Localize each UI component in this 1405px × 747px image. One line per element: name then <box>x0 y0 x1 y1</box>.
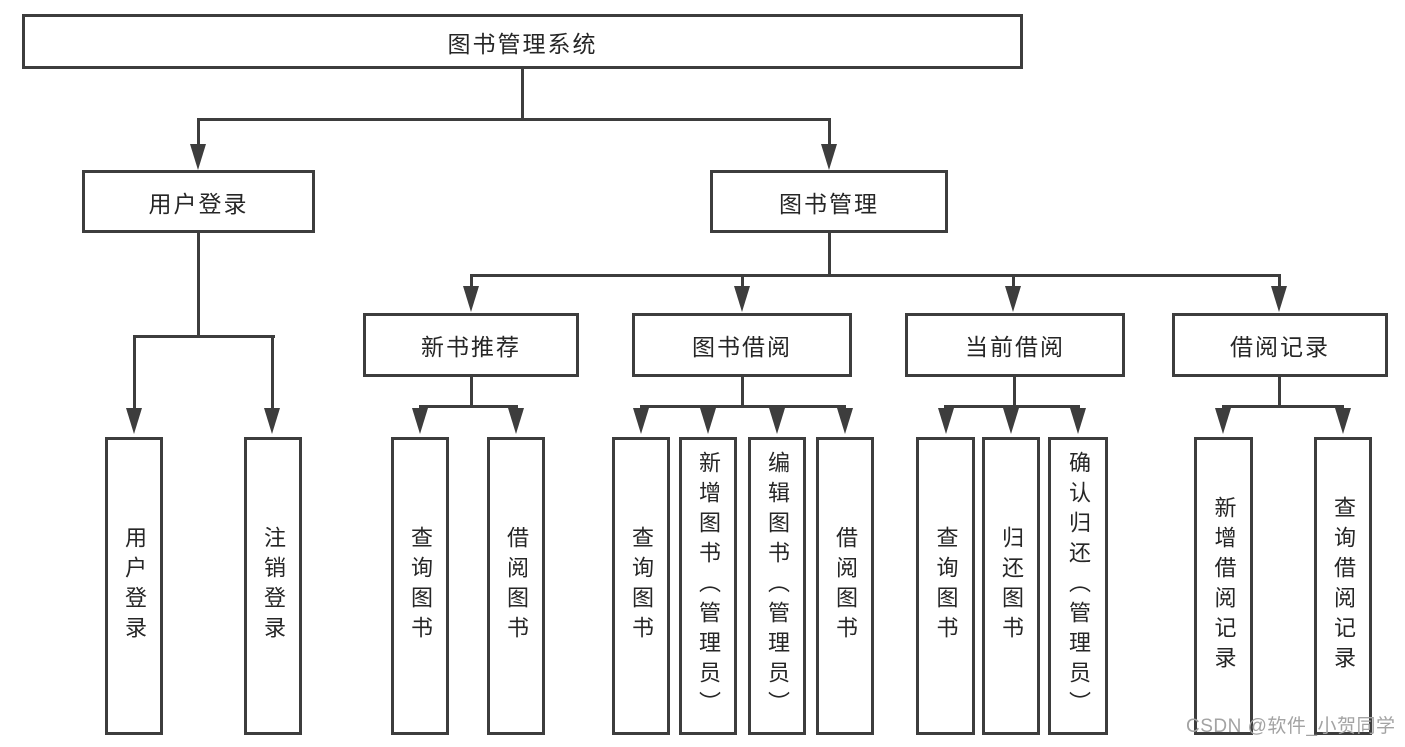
connector-line <box>197 118 831 121</box>
connector-line <box>470 274 1281 277</box>
node-label: 图书管理系统 <box>447 30 598 57</box>
arrowhead-icon <box>700 408 716 434</box>
leaf-add-borrow-record: 新增借阅记录 <box>1194 437 1253 735</box>
connector-line <box>1278 277 1281 288</box>
leaf-confirm-return-admin: 确认归还（管理员） <box>1048 437 1108 735</box>
leaf-label: 查询图书 <box>933 526 959 646</box>
arrowhead-icon <box>1215 408 1231 434</box>
connector-line <box>470 377 473 406</box>
leaf-query-books-borrow: 查询图书 <box>612 437 670 735</box>
leaf-add-books-admin: 新增图书（管理员） <box>679 437 737 735</box>
leaf-label: 查询图书 <box>629 526 654 646</box>
arrowhead-icon <box>1271 286 1287 312</box>
connector-line <box>197 121 200 147</box>
arrowhead-icon <box>1335 408 1351 434</box>
leaf-label: 新增图书（管理员） <box>696 451 721 721</box>
leaf-label: 新增借阅记录 <box>1211 496 1237 676</box>
arrowhead-icon <box>463 286 479 312</box>
leaf-query-books-recommend: 查询图书 <box>391 437 449 735</box>
arrowhead-icon <box>734 286 750 312</box>
node-label: 当前借阅 <box>965 334 1065 360</box>
leaf-return-books: 归还图书 <box>982 437 1040 735</box>
arrowhead-icon <box>126 408 142 434</box>
leaf-label: 借阅图书 <box>833 526 858 646</box>
arrowhead-icon <box>633 408 649 434</box>
watermark: CSDN @软件_小贺同学 <box>1186 716 1396 737</box>
leaf-query-books-current: 查询图书 <box>916 437 975 735</box>
leaf-label: 编辑图书（管理员） <box>765 451 790 721</box>
connector-line <box>133 338 136 410</box>
connector-line <box>133 335 275 338</box>
node-current-borrowing: 当前借阅 <box>905 313 1125 377</box>
connector-line <box>828 233 831 274</box>
node-new-book-recommendation: 新书推荐 <box>363 313 579 377</box>
leaf-label: 借阅图书 <box>504 526 529 646</box>
leaf-label: 归还图书 <box>999 526 1024 646</box>
connector-line <box>470 277 473 288</box>
connector-line <box>640 405 846 408</box>
arrowhead-icon <box>837 408 853 434</box>
node-label: 图书借阅 <box>692 334 792 360</box>
connector-line <box>828 121 831 147</box>
connector-line <box>741 377 744 406</box>
connector-line <box>197 233 200 337</box>
arrowhead-icon <box>412 408 428 434</box>
arrowhead-icon <box>938 408 954 434</box>
leaf-borrow-books-recommend: 借阅图书 <box>487 437 545 735</box>
node-label: 新书推荐 <box>421 334 521 360</box>
leaf-edit-books-admin: 编辑图书（管理员） <box>748 437 806 735</box>
leaf-query-borrow-record: 查询借阅记录 <box>1314 437 1372 735</box>
connector-line <box>1013 377 1016 406</box>
leaf-label: 查询借阅记录 <box>1331 496 1356 676</box>
arrowhead-icon <box>1003 408 1019 434</box>
node-user-login: 用户登录 <box>82 170 315 233</box>
leaf-logout: 注销登录 <box>244 437 302 735</box>
connector-line <box>741 277 744 288</box>
leaf-label: 用户登录 <box>122 526 147 646</box>
arrowhead-icon <box>769 408 785 434</box>
arrowhead-icon <box>821 144 837 170</box>
connector-line <box>1278 377 1281 406</box>
arrowhead-icon <box>190 144 206 170</box>
connector-line <box>271 338 274 410</box>
node-label: 借阅记录 <box>1230 334 1330 360</box>
leaf-label: 查询图书 <box>408 526 433 646</box>
connector-line <box>419 405 518 408</box>
node-borrowing-records: 借阅记录 <box>1172 313 1388 377</box>
connector-line <box>521 69 524 119</box>
node-book-borrowing: 图书借阅 <box>632 313 852 377</box>
connector-line <box>944 405 1080 408</box>
leaf-label: 确认归还（管理员） <box>1066 451 1091 721</box>
node-library-management-system: 图书管理系统 <box>22 14 1023 69</box>
node-book-management: 图书管理 <box>710 170 948 233</box>
connector-line <box>1012 277 1015 288</box>
leaf-borrow-books: 借阅图书 <box>816 437 874 735</box>
node-label: 图书管理 <box>779 190 879 217</box>
arrowhead-icon <box>264 408 280 434</box>
arrowhead-icon <box>508 408 524 434</box>
arrowhead-icon <box>1070 408 1086 434</box>
leaf-label: 注销登录 <box>261 526 286 646</box>
arrowhead-icon <box>1005 286 1021 312</box>
node-label: 用户登录 <box>148 190 249 217</box>
connector-line <box>1222 405 1344 408</box>
leaf-user-login: 用户登录 <box>105 437 163 735</box>
